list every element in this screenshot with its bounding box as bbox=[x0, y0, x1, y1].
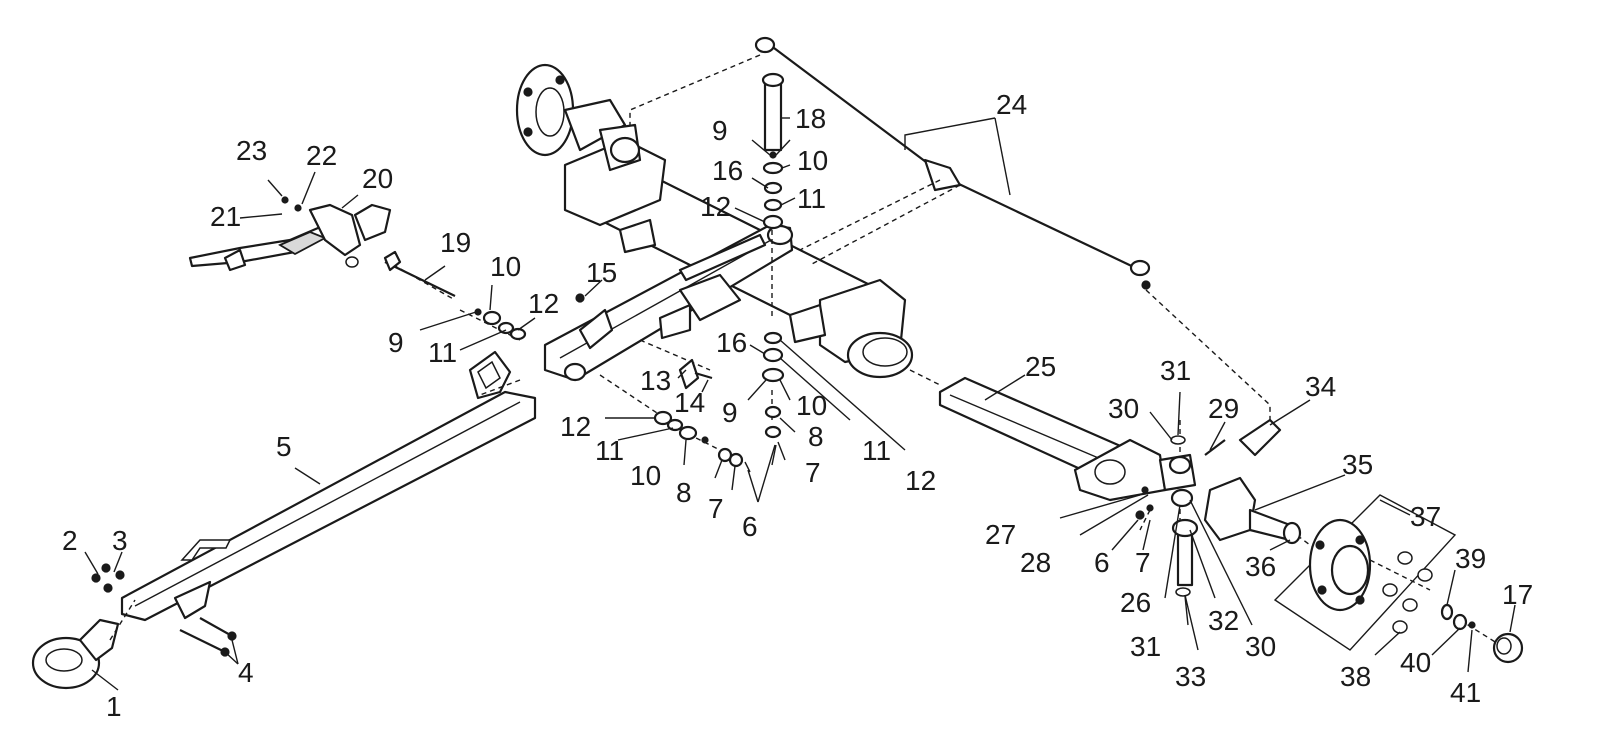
callout-29: 29 bbox=[1208, 393, 1239, 424]
lower-arm-pin-stack bbox=[653, 410, 751, 473]
lower-washer-stack bbox=[761, 331, 785, 466]
callout-35: 35 bbox=[1342, 449, 1373, 480]
callout-12d: 12 bbox=[560, 411, 591, 442]
callout-11d: 11 bbox=[595, 435, 624, 466]
callout-24: 24 bbox=[996, 89, 1027, 120]
callout-9c: 9 bbox=[722, 397, 738, 428]
callout-31b: 31 bbox=[1130, 631, 1161, 662]
callout-40: 40 bbox=[1400, 647, 1431, 678]
callout-11c: 11 bbox=[862, 435, 891, 466]
callout-3: 3 bbox=[112, 525, 128, 556]
callout-6a: 6 bbox=[742, 511, 758, 542]
callout-18: 18 bbox=[795, 103, 826, 134]
callout-16b: 16 bbox=[716, 327, 747, 358]
callout-12c: 12 bbox=[905, 465, 936, 496]
callout-28: 28 bbox=[1020, 547, 1051, 578]
callout-22: 22 bbox=[306, 140, 337, 171]
callout-11a: 11 bbox=[797, 183, 826, 214]
callout-10a: 10 bbox=[797, 145, 828, 176]
callout-31a: 31 bbox=[1160, 355, 1191, 386]
callout-7c: 7 bbox=[1135, 547, 1151, 578]
callout-11b: 11 bbox=[428, 337, 457, 368]
callout-26: 26 bbox=[1120, 587, 1151, 618]
callout-17: 17 bbox=[1502, 579, 1533, 610]
callout-39: 39 bbox=[1455, 543, 1486, 574]
callout-10b: 10 bbox=[490, 251, 521, 282]
wheel-hub bbox=[1273, 494, 1457, 651]
callout-9a: 9 bbox=[712, 115, 728, 146]
callout-12b: 12 bbox=[528, 288, 559, 319]
spindle bbox=[1203, 476, 1302, 545]
callout-30a: 30 bbox=[1108, 393, 1139, 424]
callout-13: 13 bbox=[640, 365, 671, 396]
pivot-pin bbox=[383, 250, 456, 297]
bracket-and-bolt bbox=[678, 358, 713, 390]
callout-7a: 7 bbox=[708, 493, 724, 524]
callout-12a: 12 bbox=[700, 191, 731, 222]
callout-2: 2 bbox=[62, 525, 78, 556]
callout-6b: 6 bbox=[1094, 547, 1110, 578]
callout-16a: 16 bbox=[712, 155, 743, 186]
tow-eye bbox=[31, 618, 120, 690]
callout-21: 21 bbox=[210, 201, 241, 232]
handle-assembly bbox=[188, 196, 392, 272]
arm-pin-stack bbox=[474, 308, 527, 341]
callout-8a: 8 bbox=[676, 477, 692, 508]
callout-14: 14 bbox=[674, 387, 705, 418]
callout-1: 1 bbox=[106, 691, 122, 722]
callout-34: 34 bbox=[1305, 371, 1336, 402]
callout-32: 32 bbox=[1208, 605, 1239, 636]
knuckle-assembly bbox=[1073, 418, 1282, 597]
callout-leaders bbox=[84, 117, 1516, 691]
drawbar-tongue bbox=[120, 350, 537, 622]
callout-30b: 30 bbox=[1245, 631, 1276, 662]
king-pin bbox=[761, 72, 785, 152]
callout-9b: 9 bbox=[388, 327, 404, 358]
callout-5: 5 bbox=[276, 431, 292, 462]
callout-37: 37 bbox=[1410, 501, 1441, 532]
callout-8b: 8 bbox=[808, 421, 824, 452]
drawbar-bolts bbox=[91, 563, 237, 657]
callout-19: 19 bbox=[440, 227, 471, 258]
hub-hardware bbox=[1440, 603, 1524, 664]
callout-7b: 7 bbox=[805, 457, 821, 488]
callout-27: 27 bbox=[985, 519, 1016, 550]
callout-10d: 10 bbox=[630, 460, 661, 491]
callout-4: 4 bbox=[238, 657, 254, 688]
upper-washer-stack bbox=[762, 151, 784, 230]
grease-fitting bbox=[575, 293, 585, 303]
callout-15: 15 bbox=[586, 257, 617, 288]
callout-38: 38 bbox=[1340, 661, 1371, 692]
callout-10c: 10 bbox=[796, 390, 827, 421]
callout-36: 36 bbox=[1245, 551, 1276, 582]
callout-41: 41 bbox=[1450, 677, 1481, 708]
left-hub-assembly bbox=[515, 63, 642, 172]
callout-33: 33 bbox=[1175, 661, 1206, 692]
axle-small-hardware bbox=[1135, 486, 1154, 520]
callout-25: 25 bbox=[1025, 351, 1056, 382]
callout-20: 20 bbox=[362, 163, 393, 194]
callout-labels: 1 2 3 4 5 6 6 7 7 7 8 8 9 9 9 10 10 10 1… bbox=[62, 89, 1533, 722]
callout-23: 23 bbox=[236, 135, 267, 166]
